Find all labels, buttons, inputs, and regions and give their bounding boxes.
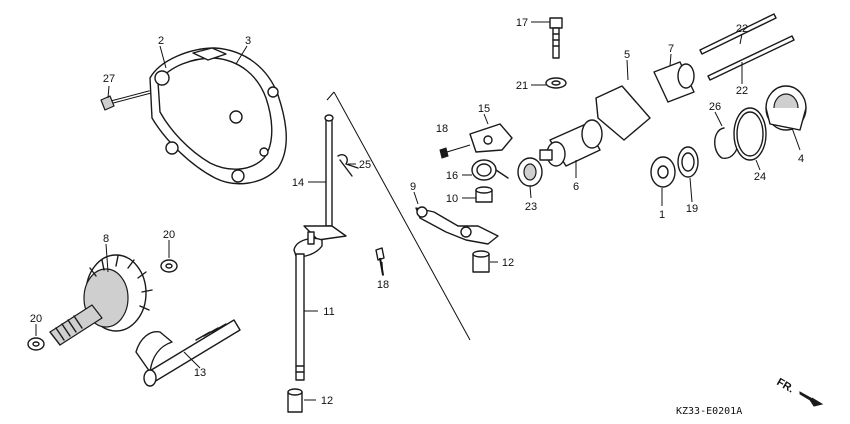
callout-3: 3 — [245, 35, 251, 47]
callout-17: 17 — [516, 17, 528, 29]
shift-drum — [539, 119, 603, 167]
gearshift-cover — [149, 47, 287, 185]
callout-4: 4 — [798, 153, 804, 165]
oil-seal-19 — [677, 146, 699, 178]
callout-11: 11 — [323, 306, 334, 318]
callout-10: 10 — [446, 193, 458, 205]
diagram-code: KZ33-E0201A — [676, 406, 742, 417]
callout-14: 14 — [292, 177, 304, 189]
callout-19: 19 — [686, 203, 698, 215]
stopper-arm — [469, 123, 513, 153]
callout-9: 9 — [410, 181, 416, 193]
callout-16: 16 — [446, 170, 458, 182]
callout-labels: 2 3 27 8 20 20 13 14 11 12 25 15 18 16 1… — [30, 17, 804, 407]
flange-bolt — [100, 90, 151, 111]
collar-10 — [475, 186, 493, 203]
front-arrow-icon — [799, 391, 824, 407]
bearing-23 — [517, 157, 543, 187]
washer-21 — [545, 77, 567, 89]
thrust-washer-upper — [160, 259, 178, 273]
front-marker: FR. — [775, 376, 796, 395]
thrust-washer — [27, 337, 45, 351]
callout-22-lower: 22 — [736, 85, 748, 97]
washer-1 — [650, 156, 676, 188]
cotter-pin — [337, 154, 359, 177]
reference-line-short — [326, 91, 335, 101]
collar-12-upper — [472, 250, 490, 273]
callout-21: 21 — [516, 80, 528, 92]
callout-22-upper: 22 — [736, 23, 748, 35]
callout-6: 6 — [573, 181, 579, 193]
return-spring — [471, 159, 509, 181]
bolt-18-upper — [439, 144, 471, 159]
reference-line — [333, 91, 471, 341]
callout-5: 5 — [624, 49, 630, 61]
callout-15: 15 — [478, 103, 490, 115]
callout-24: 24 — [754, 171, 766, 183]
callout-18-lower: 18 — [377, 279, 389, 291]
drum-center — [595, 85, 651, 141]
callout-25: 25 — [359, 159, 371, 171]
stopper-plate — [415, 206, 499, 245]
drum-cap-4 — [765, 85, 807, 131]
fork-shaft-b — [707, 35, 795, 81]
callout-2: 2 — [158, 35, 164, 47]
callout-18-upper: 18 — [436, 123, 448, 135]
callout-leaders — [35, 21, 801, 401]
collar-lower — [287, 388, 303, 413]
callout-1: 1 — [659, 209, 665, 221]
shift-shaft-upper — [303, 114, 347, 241]
callout-20-lower: 20 — [30, 313, 42, 325]
callout-13: 13 — [194, 367, 206, 379]
callout-12-upper: 12 — [502, 257, 514, 269]
shift-shaft-lower — [293, 231, 323, 381]
fork-shaft-a — [699, 13, 777, 55]
callout-26: 26 — [709, 101, 721, 113]
callout-23: 23 — [525, 201, 537, 213]
callout-12-lower: 12 — [321, 395, 333, 407]
callout-7: 7 — [668, 43, 674, 55]
o-ring-24 — [733, 107, 767, 161]
callout-20-upper: 20 — [163, 229, 175, 241]
shift-arm-shaft — [135, 319, 241, 387]
callout-27: 27 — [103, 73, 115, 85]
drum-end — [653, 61, 695, 103]
bolt-17 — [549, 17, 563, 59]
callout-8: 8 — [103, 233, 109, 245]
shift-spindle-gear — [49, 254, 153, 346]
